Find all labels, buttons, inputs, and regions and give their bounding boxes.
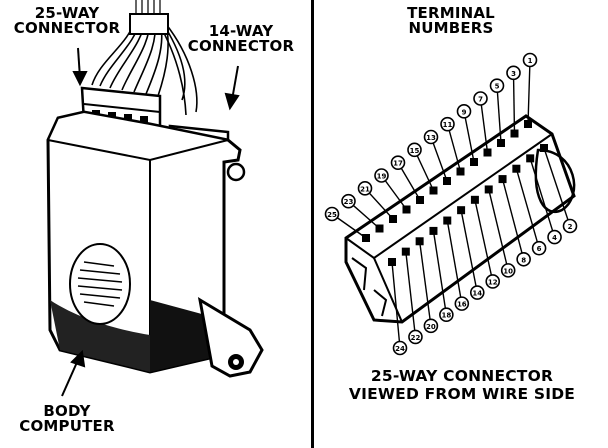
terminal-callout-8: 8	[516, 251, 531, 267]
mounting-bracket	[197, 297, 264, 378]
terminal-callout-10: 10	[500, 263, 516, 278]
terminal-number-20: 20	[426, 323, 436, 331]
terminal-callout-22: 22	[408, 329, 423, 345]
terminal-number-5: 5	[495, 83, 500, 91]
terminal-number-25: 25	[327, 211, 337, 219]
leader-4	[529, 158, 556, 238]
leader-13	[430, 136, 448, 182]
terminal-callout-2: 2	[562, 218, 578, 234]
terminal-callout-7: 7	[473, 91, 488, 106]
leader-18	[432, 230, 448, 315]
leader-lines	[331, 59, 571, 349]
leader-5	[496, 85, 502, 144]
terminal-number-11: 11	[443, 121, 453, 129]
connector-14-label: 14-WAY CONNECTOR	[187, 22, 295, 55]
leader-22	[405, 251, 417, 337]
leader-8	[501, 178, 525, 260]
terminal-number-15: 15	[410, 147, 420, 155]
leader-9	[463, 111, 475, 163]
terminal-callout-13: 13	[423, 129, 439, 145]
terminal-number-14: 14	[472, 290, 482, 298]
terminal-callout-20: 20	[423, 318, 439, 334]
terminal-numbers-label: TERMINAL NUMBERS	[407, 4, 495, 37]
panel-divider	[311, 0, 314, 448]
leader-7	[479, 98, 489, 153]
terminal-number-6: 6	[537, 245, 542, 253]
terminal-number-8: 8	[521, 256, 526, 264]
lower-cavity-22	[401, 247, 410, 256]
terminal-callout-11: 11	[440, 116, 455, 132]
terminal-callout-12: 12	[485, 274, 501, 289]
leader-24	[391, 261, 401, 349]
terminal-callout-9: 9	[456, 104, 472, 119]
body-computer-label: BODY COMPUTER	[19, 402, 115, 435]
terminal-number-23: 23	[344, 198, 354, 206]
terminal-number-1: 1	[528, 57, 533, 65]
wire-sleeve	[129, 13, 169, 35]
leader-6	[515, 168, 540, 249]
terminal-callout-15: 15	[407, 142, 422, 158]
terminal-callout-21: 21	[357, 181, 373, 196]
terminal-callout-19: 19	[374, 168, 389, 183]
terminal-callout-23: 23	[341, 193, 356, 209]
lower-cavity-18	[429, 226, 438, 235]
terminal-callout-18: 18	[439, 307, 454, 323]
terminal-number-2: 2	[568, 223, 573, 231]
terminal-callout-6: 6	[531, 240, 547, 256]
connector-terminal-diagram: 1357911131517192123252468101214161820222…	[324, 52, 578, 356]
terminal-number-10: 10	[503, 267, 513, 275]
terminal-number-7: 7	[478, 96, 483, 104]
terminal-callout-14: 14	[469, 285, 485, 300]
leader-12	[474, 199, 494, 282]
terminal-number-3: 3	[511, 70, 516, 78]
terminal-callout-4: 4	[547, 229, 562, 245]
callout-arrows	[61, 47, 240, 397]
terminal-callout-1: 1	[522, 52, 538, 68]
terminal-callout-5: 5	[489, 78, 505, 93]
terminal-number-22: 22	[411, 334, 421, 342]
terminal-callout-3: 3	[506, 65, 521, 81]
terminal-number-9: 9	[462, 108, 467, 116]
leader-2	[543, 147, 571, 227]
terminal-callout-24: 24	[392, 340, 408, 356]
terminal-number-18: 18	[441, 312, 451, 320]
terminal-number-4: 4	[552, 234, 557, 242]
terminal-callout-17: 17	[390, 155, 406, 170]
terminal-number-16: 16	[457, 301, 467, 309]
body-computer-illustration	[46, 0, 264, 397]
leader-15	[413, 149, 435, 191]
terminal-callout-16: 16	[454, 296, 470, 311]
connector-caption: 25-WAY CONNECTOR VIEWED FROM WIRE SIDE	[348, 367, 576, 403]
leader-3	[512, 72, 516, 134]
leader-16	[446, 220, 463, 304]
leader-1	[527, 59, 531, 125]
leader-20	[418, 241, 432, 326]
computer-label-disc	[69, 243, 131, 325]
leader-10	[488, 189, 509, 271]
terminal-number-21: 21	[360, 185, 370, 193]
terminal-number-12: 12	[488, 278, 498, 286]
leader-14	[460, 210, 478, 293]
terminal-number-17: 17	[393, 160, 403, 168]
lower-cavity-20	[415, 237, 424, 246]
body-computer-panel: 25-WAY CONNECTOR 14-WAY CONNECTOR BODY C…	[13, 0, 295, 435]
connector-25-label: 25-WAY CONNECTOR	[13, 4, 121, 37]
terminal-number-callouts: 1357911131517192123252468101214161820222…	[324, 52, 578, 356]
terminal-number-19: 19	[377, 173, 387, 181]
terminal-callout-25: 25	[324, 206, 340, 222]
terminal-number-13: 13	[426, 134, 436, 142]
terminal-number-24: 24	[395, 345, 405, 353]
leader-11	[446, 123, 462, 172]
